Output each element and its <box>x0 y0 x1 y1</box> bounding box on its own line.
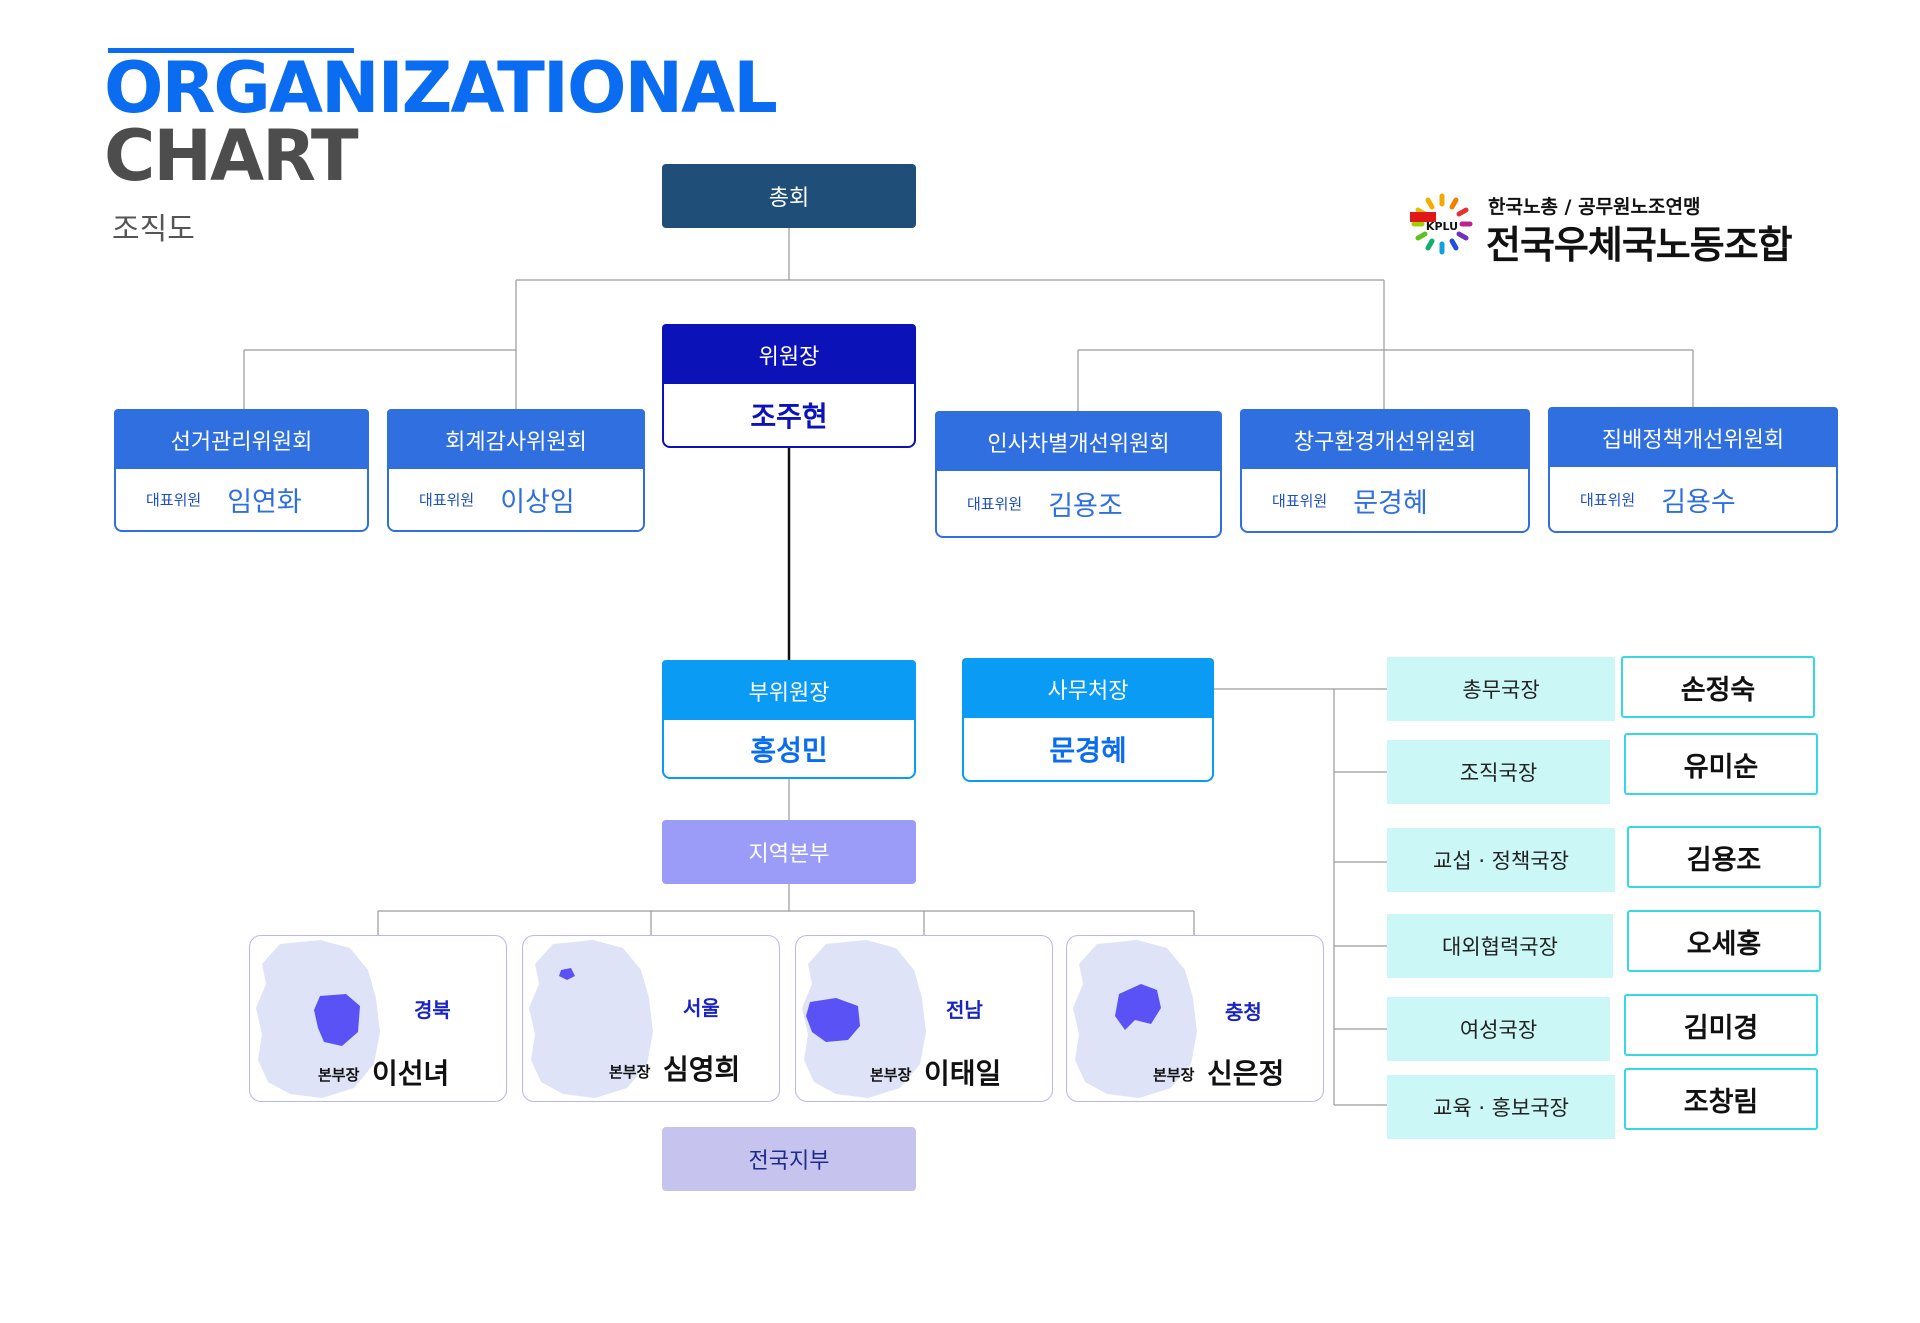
dept-organization: 조직국장 <box>1387 740 1610 804</box>
committee-rep-name: 임연화 <box>227 487 302 518</box>
national-branch-box: 전국지부 <box>662 1127 916 1191</box>
korea-map-icon <box>529 940 653 1098</box>
dept-head-name: 김미경 <box>1624 994 1818 1056</box>
committee-audit: 회계감사위원회 대표위원 이상임 <box>387 409 645 532</box>
region-chief-name: 신은정 <box>1207 1057 1285 1090</box>
page-subtitle: 조직도 <box>112 212 195 247</box>
logo-union-name: 전국우체국노동조합 <box>1486 223 1793 267</box>
logo-mark-text: KPLU <box>1426 220 1458 233</box>
region-chief-role: 본부장 <box>870 1066 912 1084</box>
region-name: 경북 <box>414 998 451 1022</box>
page-title-line2: CHART <box>104 115 359 197</box>
vice-chair-box: 부위원장 홍성민 <box>662 660 916 779</box>
vice-chair-body: 홍성민 <box>662 720 916 779</box>
committee-title: 선거관리위원회 <box>114 409 369 471</box>
region-chief-role: 본부장 <box>1153 1066 1195 1084</box>
secretary-general-name: 문경혜 <box>1049 734 1127 767</box>
region-highlight <box>1115 984 1161 1030</box>
region-name: 충청 <box>1225 1000 1262 1024</box>
committee-title: 창구환경개선위원회 <box>1240 409 1530 471</box>
committee-election: 선거관리위원회 대표위원 임연화 <box>114 409 369 532</box>
region-chief-role: 본부장 <box>318 1066 360 1084</box>
region-name: 전남 <box>946 998 983 1022</box>
dept-general-affairs: 총무국장 <box>1387 657 1615 721</box>
title-accent-bar <box>108 48 354 53</box>
region-card-gyeongbuk: 경북 본부장 이선녀 <box>249 935 507 1102</box>
vice-chair-name: 홍성민 <box>750 733 828 767</box>
committee-rep-name: 김용조 <box>1048 491 1123 522</box>
logo-affiliation: 한국노총 / 공무원노조연맹 <box>1488 196 1701 218</box>
committee-delivery-policy: 집배정책개선위원회 대표위원 김용수 <box>1548 407 1838 533</box>
chair-title: 위원장 <box>662 324 916 386</box>
region-chief-name: 이선녀 <box>372 1057 450 1090</box>
dept-head-name: 조창림 <box>1624 1068 1818 1130</box>
region-card-chungcheong: 충청 본부장 신은정 <box>1066 935 1324 1102</box>
committee-rep-name: 문경혜 <box>1353 487 1428 519</box>
committee-role: 대표위원 <box>419 491 475 509</box>
committee-rep-name: 김용수 <box>1661 486 1736 518</box>
dept-head-name: 유미순 <box>1624 733 1818 795</box>
region-chief-role: 본부장 <box>609 1063 651 1081</box>
committee-title: 회계감사위원회 <box>387 409 645 471</box>
committee-role: 대표위원 <box>1272 491 1328 510</box>
committee-body: 대표위원 김용수 <box>1548 467 1838 533</box>
dept-education-pr: 교육 · 홍보국장 <box>1387 1075 1615 1139</box>
union-logo: KPLU 한국노총 / 공무원노조연맹 전국우체국노동조합 <box>1408 188 1808 267</box>
vice-chair-title: 부위원장 <box>662 660 916 722</box>
chair-box: 위원장 조주현 <box>662 324 916 448</box>
committee-body: 대표위원 김용조 <box>935 471 1222 538</box>
page-title-line1: ORGANIZATIONAL <box>104 47 778 129</box>
secretary-general-title: 사무처장 <box>962 658 1214 720</box>
korea-map-icon <box>256 940 380 1098</box>
secretary-general-body: 문경혜 <box>962 718 1214 782</box>
committee-hr-discrimination: 인사차별개선위원회 대표위원 김용조 <box>935 411 1222 538</box>
region-chief-name: 심영희 <box>663 1053 741 1086</box>
secretary-general-box: 사무처장 문경혜 <box>962 658 1214 782</box>
committee-role: 대표위원 <box>967 495 1023 513</box>
union-emblem-icon: KPLU <box>1410 193 1473 255</box>
region-card-jeonnam: 전남 본부장 이태일 <box>795 935 1053 1102</box>
committee-body: 대표위원 임연화 <box>114 469 369 532</box>
dept-head-name: 김용조 <box>1627 826 1821 888</box>
region-card-seoul: 서울 본부장 심영희 <box>522 935 780 1102</box>
dept-negotiation-policy: 교섭 · 정책국장 <box>1387 828 1615 892</box>
committee-role: 대표위원 <box>146 491 202 509</box>
region-name: 서울 <box>683 996 720 1020</box>
dept-women: 여성국장 <box>1387 997 1610 1061</box>
general-assembly-box: 총회 <box>662 164 916 228</box>
committee-body: 대표위원 문경혜 <box>1240 469 1530 533</box>
korea-map-icon <box>1073 940 1197 1098</box>
regional-hq-box: 지역본부 <box>662 820 916 884</box>
chair-body: 조주현 <box>662 384 916 448</box>
region-highlight <box>314 994 360 1046</box>
committee-body: 대표위원 이상임 <box>387 469 645 532</box>
committee-title: 집배정책개선위원회 <box>1548 407 1838 469</box>
dept-head-name: 손정숙 <box>1621 656 1815 718</box>
chair-name: 조주현 <box>750 400 828 433</box>
committee-role: 대표위원 <box>1580 490 1636 509</box>
committee-title: 인사차별개선위원회 <box>935 411 1222 473</box>
committee-rep-name: 이상임 <box>500 487 575 518</box>
dept-head-name: 오세홍 <box>1627 910 1821 972</box>
dept-external-cooperation: 대외협력국장 <box>1387 914 1613 978</box>
korea-map-icon <box>802 940 926 1098</box>
region-highlight <box>559 968 575 980</box>
region-chief-name: 이태일 <box>924 1057 1002 1090</box>
region-highlight <box>806 998 860 1042</box>
committee-counter-environment: 창구환경개선위원회 대표위원 문경혜 <box>1240 409 1530 533</box>
